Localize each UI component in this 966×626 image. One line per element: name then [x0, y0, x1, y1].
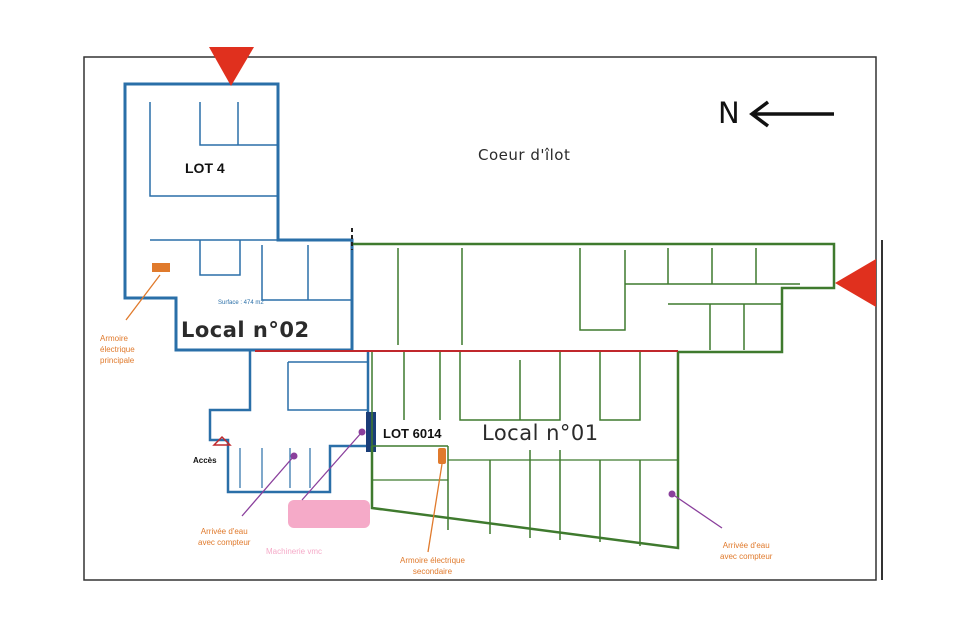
leader-water-center — [301, 431, 363, 501]
entrance-marker-top — [209, 47, 254, 86]
lot6014-block — [208, 350, 376, 494]
surface-label: Surface : 474 m2 — [218, 300, 264, 306]
north-label: N — [718, 96, 741, 130]
lot4-building — [123, 82, 354, 352]
plan-frame — [83, 56, 877, 581]
lot4-label: LOT 4 — [185, 160, 225, 176]
leader-water-right — [671, 493, 723, 529]
secondary-panel-annotation: Armoire électrique secondaire — [400, 556, 465, 576]
vmc-machinery-annotation: Machinerie vmc — [266, 547, 323, 556]
entrance-marker-right — [835, 259, 876, 307]
access-triangle-marker — [212, 435, 232, 446]
leader-secondary-panel — [427, 463, 443, 553]
leader-main-panel — [125, 274, 161, 321]
local01-building — [352, 242, 836, 550]
courtyard-label: Coeur d'îlot — [478, 146, 571, 164]
main-electric-panel-marker — [152, 263, 170, 272]
north-arrow-icon — [749, 100, 834, 128]
main-panel-annotation: Armoire électrique principale — [100, 334, 135, 365]
water-inlet-right-annotation: Arrivée d'eau avec compteur — [720, 541, 773, 561]
local01-label: Local n°01 — [482, 421, 599, 445]
lot6014-label: LOT 6014 — [383, 426, 442, 441]
secondary-electric-panel-marker — [438, 448, 446, 464]
local02-label: Local n°02 — [181, 318, 310, 342]
water-inlet-left-annotation: Arrivée d'eau avec compteur — [198, 527, 251, 547]
leader-water-left — [241, 455, 295, 517]
access-label: Accès — [193, 456, 217, 465]
vmc-machinery-area — [288, 500, 370, 528]
